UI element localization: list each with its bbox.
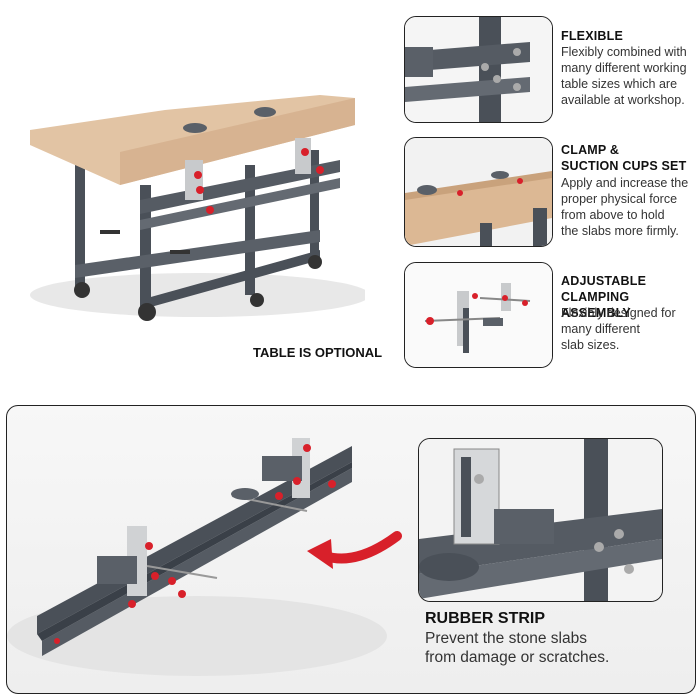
feature-flexible-title: FLEXIBLE — [561, 29, 624, 43]
table-optional-caption: TABLE IS OPTIONAL — [253, 345, 383, 360]
feature-flexible-desc: Flexibly combined with many different wo… — [561, 45, 687, 107]
feature-adjustable-desc: Flexibly designed for many different sla… — [561, 306, 676, 352]
flexible-image — [405, 17, 552, 122]
pointer-arrow-icon — [307, 531, 402, 569]
rubber-strip-detail-inset — [418, 438, 663, 602]
feature-clamp-desc: Apply and increase the proper physical f… — [561, 176, 689, 238]
feature-adjustable-title: ADJUSTABLE CLAMPING ASSEMBLY — [561, 274, 647, 320]
rubber-strip-panel: RUBBER STRIP Prevent the stone slabs fro… — [6, 405, 696, 694]
workbench-illustration — [30, 95, 365, 321]
adjustable-clamp-image — [405, 263, 552, 367]
clamp-suction-thumbnail — [404, 137, 553, 247]
flexible-thumbnail — [404, 16, 553, 123]
rubber-strip-title: RUBBER STRIP — [425, 610, 546, 627]
rubber-strip-detail-image — [419, 439, 662, 601]
clamp-suction-image — [405, 138, 552, 246]
feature-clamp-title: CLAMP & SUCTION CUPS SET — [561, 143, 687, 173]
rail-assembly-image — [7, 438, 387, 676]
adjustable-clamp-thumbnail — [404, 262, 553, 368]
rubber-strip-desc: Prevent the stone slabs from damage or s… — [425, 630, 610, 666]
